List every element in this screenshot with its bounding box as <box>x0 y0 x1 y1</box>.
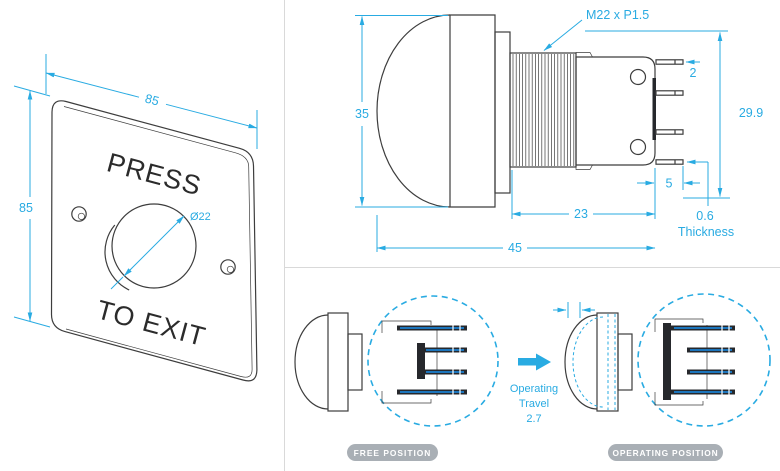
terminal-pins <box>655 59 684 165</box>
contact-block <box>652 78 656 140</box>
dimension-terminal-length: 5 <box>637 166 700 219</box>
svg-text:5: 5 <box>666 177 673 191</box>
svg-text:Ø22: Ø22 <box>190 211 211 223</box>
svg-text:85: 85 <box>19 201 33 215</box>
dimension-thread-length: 23 <box>511 170 656 221</box>
svg-text:29.9: 29.9 <box>739 106 763 120</box>
operating-button <box>564 312 633 412</box>
callout-thread-spec: M22 x P1.5 <box>543 8 649 51</box>
svg-text:OPERATING POSITION: OPERATING POSITION <box>613 448 719 458</box>
svg-text:2.7: 2.7 <box>526 413 541 425</box>
svg-text:Operating: Operating <box>510 383 558 395</box>
svg-text:23: 23 <box>574 207 588 221</box>
side-view: 35 M22 x P1.5 2 29.9 5 <box>355 8 763 255</box>
free-zoom-bubble <box>367 295 499 427</box>
dimension-plate-height: 85 <box>13 85 51 328</box>
positions-view: FREE POSITION Operating Travel 2.7 <box>294 293 771 461</box>
operating-position-group: OPERATING POSITION <box>553 293 771 461</box>
dimension-dome-height: 35 <box>355 15 448 208</box>
plate-label-press: PRESS <box>104 147 205 201</box>
screw-hole-left <box>71 206 87 222</box>
plate-outline <box>50 100 258 382</box>
screw-hole-right <box>220 259 236 275</box>
travel-dimension <box>553 302 595 318</box>
svg-text:Thickness: Thickness <box>678 225 734 239</box>
free-position-group: FREE POSITION <box>294 295 499 461</box>
svg-text:Travel: Travel <box>519 398 549 410</box>
free-contacts <box>381 320 467 404</box>
svg-text:35: 35 <box>355 107 369 121</box>
dome-button-profile <box>376 14 511 208</box>
svg-text:M22 x P1.5: M22 x P1.5 <box>586 8 649 22</box>
operating-zoom-bubble <box>637 293 771 427</box>
svg-text:85: 85 <box>144 91 161 108</box>
dimension-hole-diameter: Ø22 <box>110 211 211 290</box>
dimension-overall-length: 45 <box>376 215 656 255</box>
switch-body <box>575 52 656 170</box>
travel-arrow-icon <box>518 353 551 371</box>
dimension-body-height: 29.9 <box>585 30 763 199</box>
callout-thickness: 0.6 Thickness <box>678 159 734 239</box>
free-position-badge: FREE POSITION <box>347 444 438 461</box>
svg-text:2: 2 <box>690 66 697 80</box>
free-button <box>294 312 363 412</box>
panel-divider-vertical <box>284 0 285 471</box>
dimension-plate-width: 85 <box>45 54 258 149</box>
thread-section <box>509 52 577 168</box>
svg-text:45: 45 <box>508 241 522 255</box>
panel-divider-horizontal <box>285 267 780 268</box>
operating-contacts <box>654 318 735 406</box>
dimension-terminal-width: 2 <box>685 59 700 80</box>
operating-travel-callout: Operating Travel 2.7 <box>510 353 558 425</box>
svg-text:0.6: 0.6 <box>696 209 713 223</box>
mounting-hole <box>104 203 197 291</box>
svg-text:FREE POSITION: FREE POSITION <box>354 448 432 458</box>
operating-position-badge: OPERATING POSITION <box>608 444 723 461</box>
plate-view: PRESS TO EXIT 85 85 Ø22 <box>13 54 258 382</box>
